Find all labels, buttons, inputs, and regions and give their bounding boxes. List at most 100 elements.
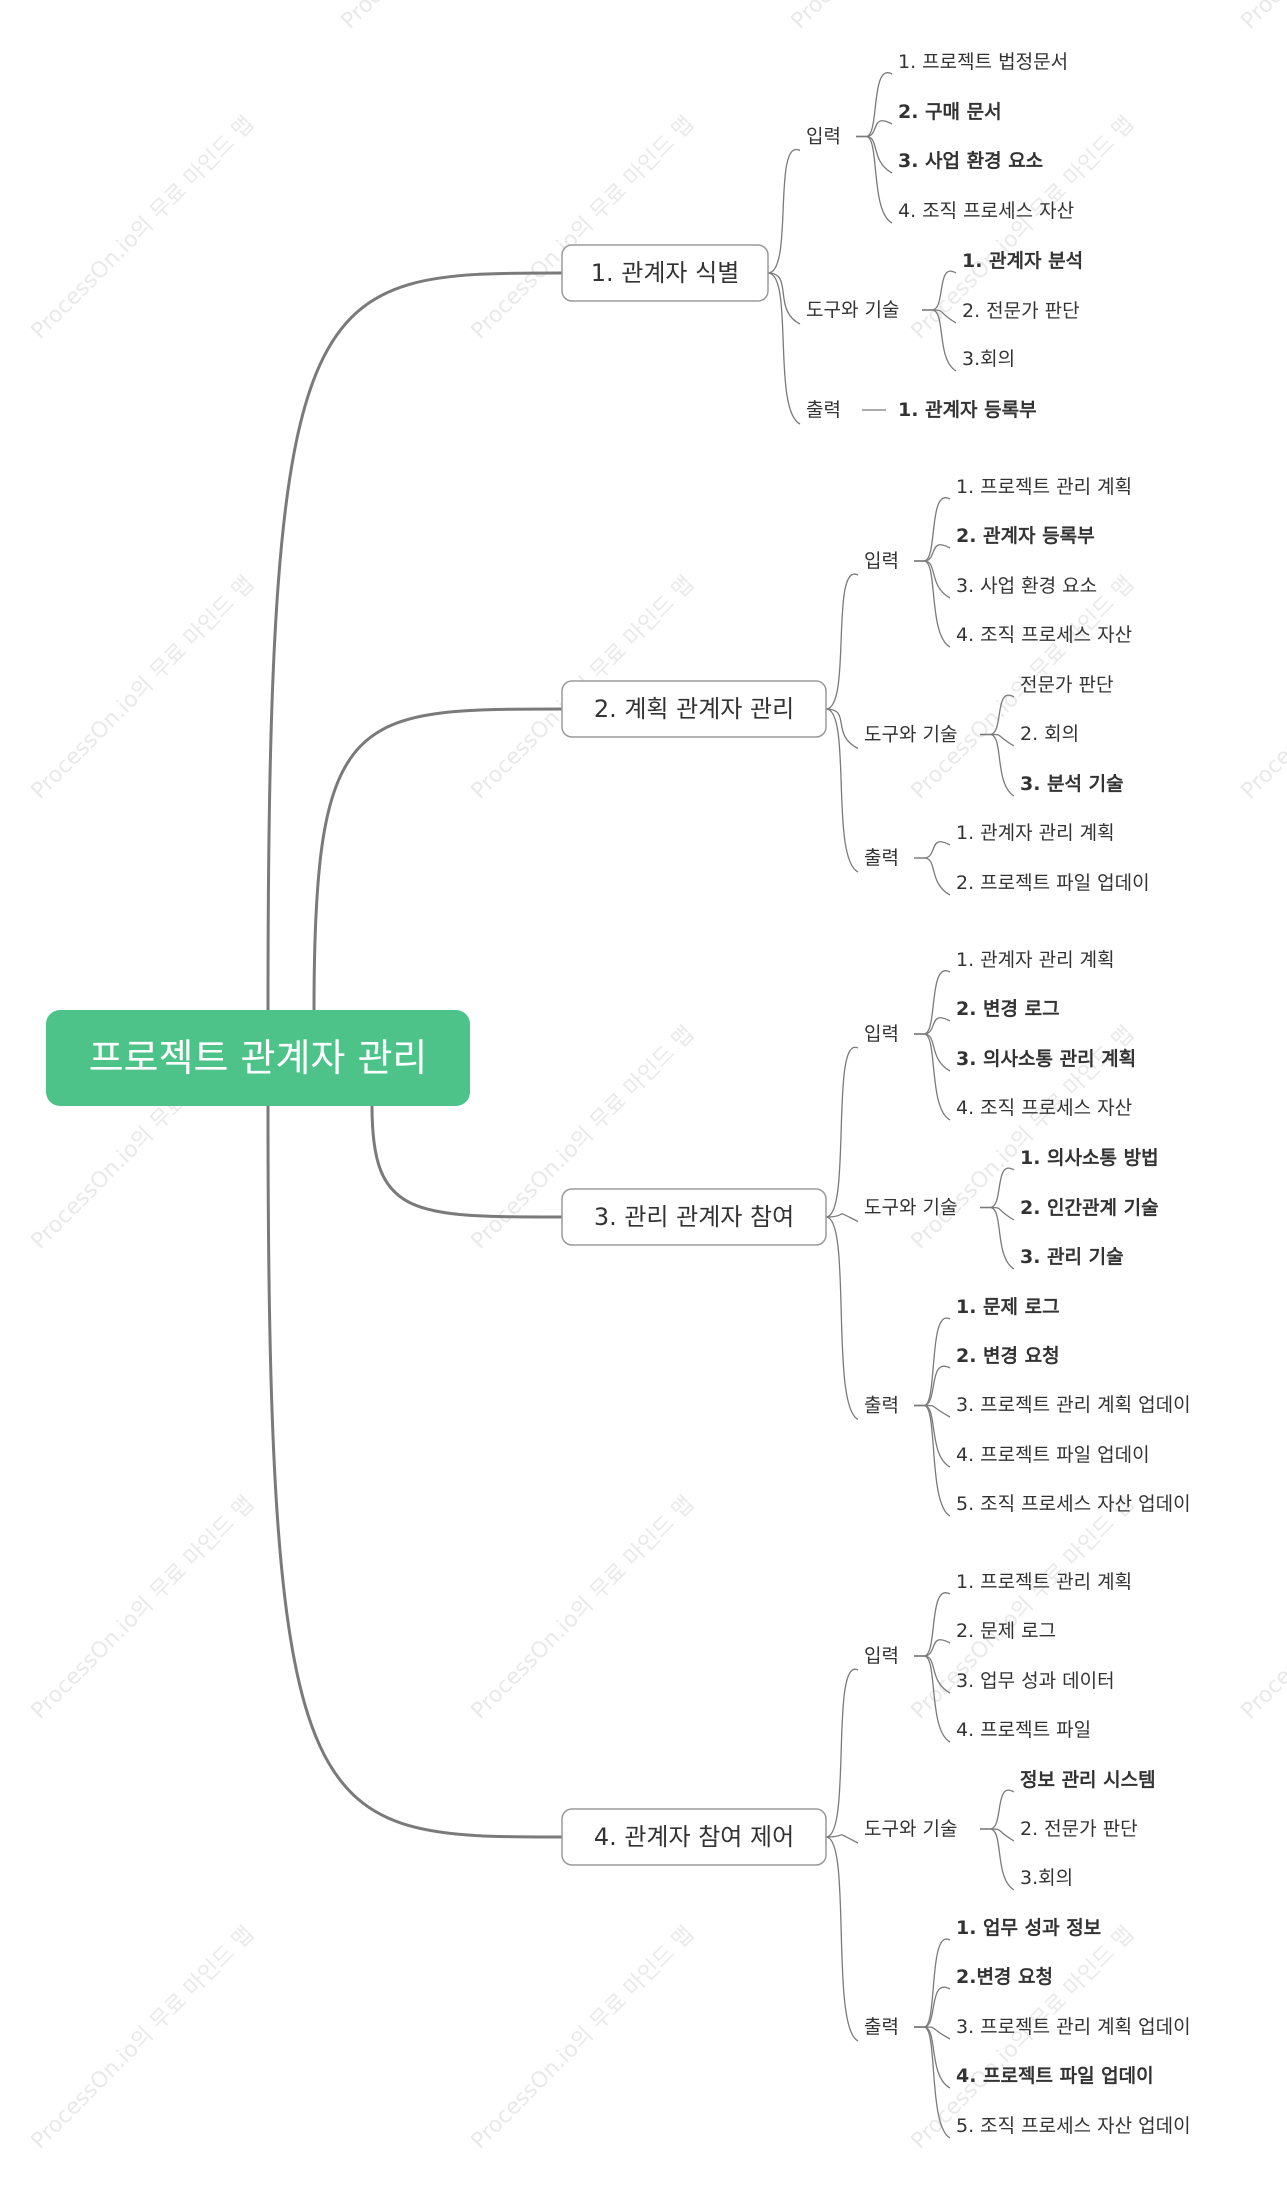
watermark-text: ProcessOn.io의 무료 마인드 맵: [1237, 572, 1287, 805]
group-item-connector: [914, 1655, 951, 1743]
leaf-item: 4. 프로젝트 파일 업데이: [956, 2065, 1154, 2087]
branch-group-connector: [767, 149, 801, 274]
branch-group-connector: [825, 708, 859, 873]
watermark-text: ProcessOn.io의 무료 마인드 맵: [787, 0, 1020, 34]
root-branch-connector: [266, 271, 563, 1011]
branch-group-connector: [825, 1046, 859, 1218]
group-item-connector: [914, 857, 951, 896]
leaf-item: 2.변경 요청: [956, 1966, 1053, 1988]
group-label: 출력: [864, 1395, 899, 1417]
branch-node-label: 4. 관계자 참여 제어: [594, 1823, 794, 1851]
group-label: 도구와 기술: [864, 1197, 957, 1219]
branch-group-connector: [825, 1668, 859, 1838]
watermark-text: ProcessOn.io의 무료 마인드 맵: [467, 1922, 700, 2155]
leaf-item: 3. 의사소통 관리 계획: [956, 1048, 1136, 1070]
root-branch-connector: [370, 1105, 563, 1219]
watermark-text: ProcessOn.io의 무료 마인드 맵: [27, 1922, 260, 2155]
group-item-connector: [980, 1828, 1015, 1891]
leaf-item: 4. 프로젝트 파일: [956, 1719, 1091, 1741]
group-label: 도구와 기술: [806, 299, 899, 321]
leaf-item: 2. 구매 문서: [898, 101, 1002, 123]
leaf-item: 4. 조직 프로세스 자산: [898, 200, 1074, 222]
leaf-item: 1. 의사소통 방법: [1020, 1147, 1159, 1169]
leaf-item: 1. 관계자 등록부: [898, 399, 1037, 421]
leaf-item: 3.회의: [962, 348, 1015, 370]
group-item-connector: [914, 560, 951, 648]
group-label: 출력: [864, 2016, 899, 2038]
group-item-connector: [914, 841, 951, 859]
leaf-item: 2. 회의: [1020, 723, 1079, 745]
group-item-connector: [856, 72, 893, 138]
branch-group-connector: [825, 1834, 859, 1844]
watermark-text: ProcessOn.io의 무료 마인드 맵: [27, 112, 260, 345]
branch-node[interactable]: [561, 244, 769, 302]
root-node[interactable]: [46, 1010, 470, 1106]
group-item-connector: [914, 1317, 951, 1407]
group-label: 입력: [864, 1645, 899, 1667]
group-item-connector: [914, 1033, 951, 1121]
group-item-connector: [914, 497, 951, 562]
group-item-connector: [914, 1404, 951, 1418]
group-item-connector: [856, 120, 893, 138]
root-node-label: 프로젝트 관계자 관리: [89, 1036, 428, 1080]
branch-node[interactable]: [561, 1188, 827, 1246]
group-item-connector: [980, 1206, 1015, 1270]
leaf-item: 2. 관계자 등록부: [956, 525, 1095, 547]
watermark-text: ProcessOn.io의 무료 마인드 맵: [467, 112, 700, 345]
watermark-text: ProcessOn.io의 무료 마인드 맵: [1237, 1492, 1287, 1725]
watermark-text: ProcessOn.io의 무료 마인드 맵: [337, 0, 570, 34]
group-item-connector: [856, 135, 893, 224]
connector-layer: [266, 72, 1015, 2139]
group-label: 도구와 기술: [864, 1818, 957, 1840]
leaf-item: 1. 프로젝트 관리 계획: [956, 476, 1132, 498]
group-item-connector: [914, 1404, 951, 1517]
branch-node-label: 1. 관계자 식별: [591, 259, 740, 287]
group-label: 입력: [806, 126, 841, 148]
leaf-item: 3.회의: [1020, 1867, 1073, 1889]
leaf-item: 4. 프로젝트 파일 업데이: [956, 1444, 1150, 1466]
group-label: 입력: [864, 1023, 899, 1045]
group-item-connector: [914, 544, 951, 562]
watermark-text: ProcessOn.io의 무료 마인드 맵: [467, 1492, 700, 1725]
branch-node[interactable]: [561, 680, 827, 738]
root-branch-connector: [312, 707, 563, 1011]
branch-node-label: 3. 관리 관계자 참여: [594, 1203, 794, 1231]
leaf-item: 1. 프로젝트 관리 계획: [956, 1571, 1132, 1593]
leaf-item: 2. 전문가 판단: [962, 300, 1080, 322]
leaf-item: 정보 관리 시스템: [1020, 1769, 1156, 1791]
leaf-item: 2. 문제 로그: [956, 1620, 1056, 1642]
group-label: 도구와 기술: [864, 724, 957, 746]
branch-group-connector: [825, 573, 859, 710]
leaf-item: 4. 조직 프로세스 자산: [956, 1097, 1132, 1119]
leaf-item: 5. 조직 프로세스 자산 업데이: [956, 1493, 1191, 1515]
group-item-connector: [922, 309, 957, 372]
leaf-item: 5. 조직 프로세스 자산 업데이: [956, 2115, 1191, 2137]
leaf-item: 1. 관계자 분석: [962, 250, 1083, 272]
branch-group-connector: [825, 1836, 859, 2042]
group-item-connector: [914, 1017, 951, 1035]
group-item-connector: [980, 1789, 1015, 1830]
group-item-connector: [914, 1938, 951, 2028]
branch-group-connector: [767, 272, 801, 325]
leaf-item: 1. 문제 로그: [956, 1296, 1060, 1318]
watermark-text: ProcessOn.io의 무료 마인드 맵: [27, 572, 260, 805]
branch-group-connector: [825, 708, 859, 750]
group-item-connector: [980, 733, 1015, 797]
leaf-item: 전문가 판단: [1020, 674, 1113, 696]
leaf-item: 2. 프로젝트 파일 업데이: [956, 872, 1150, 894]
branch-node-label: 2. 계획 관계자 관리: [594, 695, 794, 723]
leaf-item: 2. 전문가 판단: [1020, 1818, 1138, 1840]
leaf-item: 2. 변경 요청: [956, 1345, 1060, 1367]
group-label: 출력: [864, 847, 899, 869]
branch-group-connector: [825, 1213, 859, 1223]
leaf-item: 2. 변경 로그: [956, 998, 1060, 1020]
leaf-item: 3. 관리 기술: [1020, 1246, 1124, 1268]
branch-group-connector: [825, 1216, 859, 1421]
leaf-item: 1. 프로젝트 법정문서: [898, 51, 1068, 73]
branch-node[interactable]: [561, 1808, 827, 1866]
leaf-item: 3. 분석 기술: [1020, 773, 1124, 795]
leaf-item: 1. 관계자 관리 계획: [956, 949, 1115, 971]
group-item-connector: [914, 2026, 951, 2139]
